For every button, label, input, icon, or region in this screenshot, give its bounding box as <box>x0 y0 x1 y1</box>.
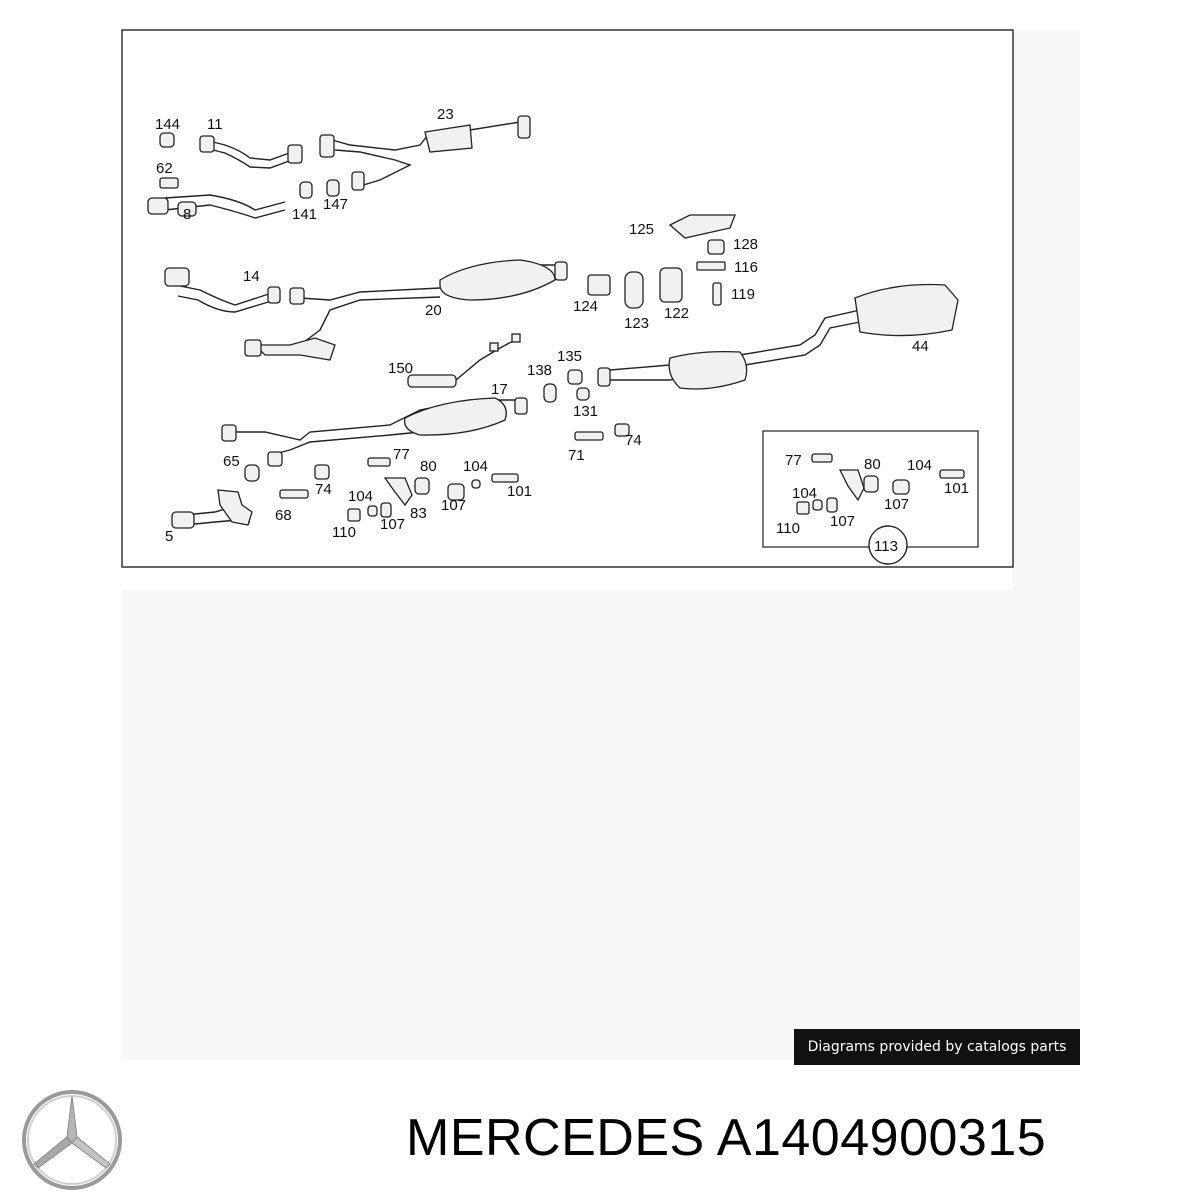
label-128: 128 <box>733 236 758 253</box>
inset-kit-callout-circle <box>868 525 908 565</box>
inset-label-107: 107 <box>830 513 855 530</box>
part-107-washer-lower <box>380 502 392 518</box>
label-8: 8 <box>183 206 191 223</box>
label-23: 23 <box>437 106 454 123</box>
label-71: 71 <box>568 447 585 464</box>
part-17-catalyst <box>221 397 528 467</box>
part-68-bolt <box>279 489 309 499</box>
label-44: 44 <box>912 338 929 355</box>
label-14: 14 <box>243 268 260 285</box>
label-110: 110 <box>332 524 356 541</box>
label-144: 144 <box>155 116 180 133</box>
part-123-hanger <box>624 271 644 309</box>
label-5: 5 <box>165 528 173 545</box>
credit-badge: Diagrams provided by catalogs parts <box>794 1029 1080 1065</box>
inset-label-104-top: 104 <box>907 457 932 474</box>
label-77: 77 <box>393 446 410 463</box>
inset-label-104: 104 <box>792 485 817 502</box>
part-147-gasket <box>326 179 340 197</box>
label-17: 17 <box>491 381 508 398</box>
part-116-plate <box>696 261 726 271</box>
part-71-bolt <box>574 431 604 441</box>
part-138-gasket <box>543 383 557 403</box>
part-101-bolt <box>491 473 519 483</box>
inset-part-110-bolt <box>796 501 810 515</box>
label-74-right: 74 <box>625 432 642 449</box>
part-131-clamp <box>576 387 590 401</box>
label-83: 83 <box>410 505 427 522</box>
label-107-mid: 107 <box>441 497 466 514</box>
part-135-clamp <box>567 369 583 385</box>
label-68: 68 <box>275 507 292 524</box>
label-65: 65 <box>223 453 240 470</box>
part-8-pipe <box>147 177 286 219</box>
part-labels: 144 11 23 62 8 141 147 125 128 14 116 12… <box>155 106 969 555</box>
inset-part-77-clip <box>811 453 833 463</box>
part-83-bracket <box>383 477 413 507</box>
label-135: 135 <box>557 348 582 365</box>
part-5-pipe <box>171 489 253 529</box>
label-124: 124 <box>573 298 598 315</box>
exhaust-system-diagram: 144 11 23 62 8 141 147 125 128 14 116 12… <box>121 29 1014 568</box>
label-101: 101 <box>507 483 532 500</box>
part-65-gasket <box>244 464 260 482</box>
part-104-washer-lower <box>367 505 378 517</box>
inset-part-104-washer <box>812 499 823 511</box>
label-20: 20 <box>425 302 442 319</box>
label-138: 138 <box>527 362 552 379</box>
part-128-nut <box>707 239 725 255</box>
label-107-left: 107 <box>380 516 405 533</box>
part-44-rear-silencer <box>597 283 959 390</box>
part-11-pipe <box>159 132 303 169</box>
part-80-rubber <box>414 477 430 495</box>
label-74-left: 74 <box>315 481 332 498</box>
part-77-clip <box>367 457 391 467</box>
label-104-left: 104 <box>348 488 373 505</box>
label-62: 62 <box>156 160 173 177</box>
label-141: 141 <box>292 206 317 223</box>
inset-part-80-rubber <box>863 475 879 493</box>
part-124-bracket <box>587 274 611 296</box>
part-14-pipe <box>164 267 281 313</box>
label-11: 11 <box>207 116 223 133</box>
label-125: 125 <box>629 221 654 238</box>
part-number-title: MERCEDES A1404900315 <box>406 1109 1047 1167</box>
inset-label-107-right: 107 <box>884 496 909 513</box>
part-23-catalyst <box>319 115 531 191</box>
label-122: 122 <box>664 305 689 322</box>
label-104-top: 104 <box>463 458 488 475</box>
inset-label-80: 80 <box>864 456 881 473</box>
label-116: 116 <box>734 259 758 276</box>
part-20-catalyst <box>244 259 568 361</box>
part-150-oxygen-sensor <box>407 333 521 388</box>
part-74-nut <box>614 423 630 437</box>
inset-label-110: 110 <box>776 520 800 537</box>
part-104-washer <box>471 479 481 489</box>
label-119: 119 <box>731 286 755 303</box>
inset-part-101-bolt <box>939 469 965 479</box>
inset-label-101: 101 <box>944 480 969 497</box>
part-122-rubber-mount <box>659 267 683 303</box>
label-80: 80 <box>420 458 437 475</box>
part-119-bolt <box>712 282 722 306</box>
label-147: 147 <box>323 196 348 213</box>
mercedes-star-logo <box>22 1090 122 1190</box>
part-110-bolt <box>347 508 361 522</box>
label-131: 131 <box>573 403 598 420</box>
label-123: 123 <box>624 315 649 332</box>
label-150: 150 <box>388 360 413 377</box>
inset-part-107-washer <box>892 479 910 495</box>
inset-label-113: 113 <box>874 538 898 555</box>
inset-part-83-bracket <box>838 469 865 502</box>
part-125-bracket <box>668 214 736 239</box>
inset-part-107-washer-lower <box>826 497 838 513</box>
part-74-nut-lower <box>314 464 330 480</box>
part-107-washer <box>447 483 465 501</box>
part-141-gasket <box>299 181 313 199</box>
inset-label-77: 77 <box>785 452 802 469</box>
